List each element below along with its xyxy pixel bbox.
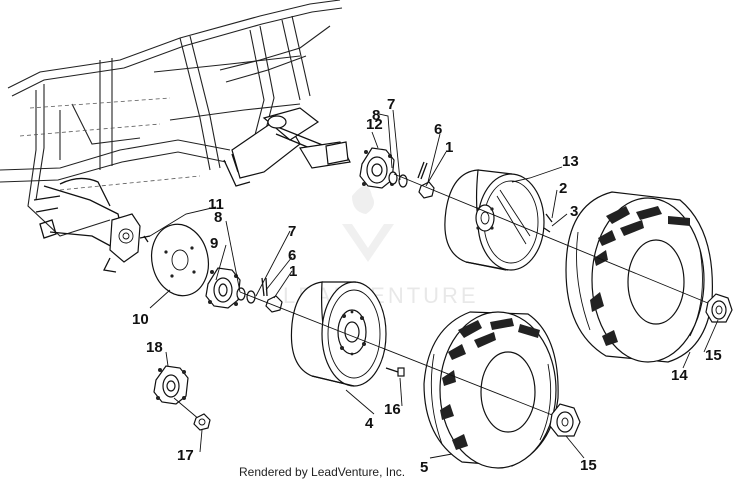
callout-10[interactable]: 10 xyxy=(132,311,149,328)
callout-13[interactable]: 13 xyxy=(562,153,579,170)
spare-hub xyxy=(153,365,201,421)
upper-cap-nut xyxy=(705,293,733,323)
callout-8-lower[interactable]: 8 xyxy=(214,209,222,226)
lower-tire xyxy=(423,311,559,469)
callout-9[interactable]: 9 xyxy=(210,235,218,252)
watermark-v-logo-icon xyxy=(342,224,394,262)
lower-axle-line xyxy=(239,291,571,423)
atv-frame xyxy=(0,0,351,273)
callout-4[interactable]: 4 xyxy=(365,415,374,432)
callout-16[interactable]: 16 xyxy=(384,401,401,418)
watermark-flame-icon xyxy=(352,186,374,214)
callout-6-lower[interactable]: 6 xyxy=(288,247,296,264)
spare-nut xyxy=(193,413,211,431)
lower-rim xyxy=(290,281,387,387)
callout-18[interactable]: 18 xyxy=(146,339,163,356)
callout-labels: 12 8 7 6 1 13 2 3 11 8 9 7 6 1 10 18 4 1… xyxy=(132,96,722,476)
credit-line: Rendered by LeadVenture, Inc. xyxy=(239,465,405,479)
upper-rim xyxy=(444,169,553,271)
callout-3[interactable]: 3 xyxy=(570,203,578,220)
callout-15-bottom[interactable]: 15 xyxy=(580,457,597,474)
lower-washers-nut xyxy=(236,277,283,313)
callout-6-upper[interactable]: 6 xyxy=(434,121,442,138)
callout-14[interactable]: 14 xyxy=(671,367,688,384)
upper-axle-line xyxy=(393,173,721,309)
callout-11[interactable]: 11 xyxy=(208,196,224,213)
callout-12[interactable]: 12 xyxy=(366,116,383,133)
callout-15-right[interactable]: 15 xyxy=(705,347,722,364)
callout-7-lower[interactable]: 7 xyxy=(288,223,296,240)
upper-washers-nut xyxy=(388,161,435,199)
callout-17[interactable]: 17 xyxy=(177,447,194,464)
valve-stem xyxy=(385,367,405,377)
upper-hub xyxy=(359,147,395,189)
upper-tire xyxy=(565,191,713,363)
callout-8-upper[interactable]: 8 xyxy=(372,107,380,124)
lower-hub xyxy=(205,267,241,309)
callout-1-upper[interactable]: 1 xyxy=(445,139,453,156)
callout-5[interactable]: 5 xyxy=(420,459,428,476)
brake-disc xyxy=(139,223,209,297)
leader-lines xyxy=(149,109,719,459)
callout-7-upper[interactable]: 7 xyxy=(387,96,395,113)
callout-2[interactable]: 2 xyxy=(559,180,567,197)
callout-1-lower[interactable]: 1 xyxy=(289,263,297,280)
lower-cap-nut xyxy=(549,403,581,437)
